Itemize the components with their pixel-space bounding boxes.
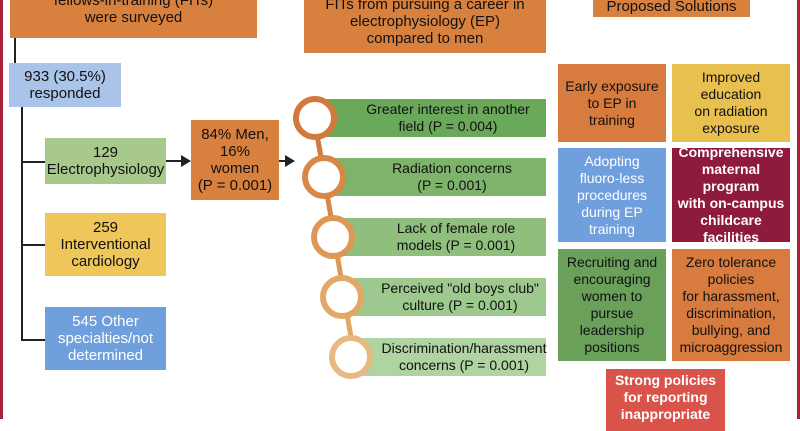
arrow-gender-head: [285, 155, 295, 167]
reason-bar-4: Perceived "old boys club" culture (P = 0…: [344, 278, 546, 316]
responded-text: 933 (30.5%) responded: [24, 68, 106, 102]
reason-ring-3: [311, 215, 355, 259]
solution-recruiting: Recruiting and encouraging women to purs…: [558, 249, 666, 361]
reason-bar-5: Discrimination/harassment concerns (P = …: [352, 338, 546, 376]
solutions-header-text: Proposed Solutions: [606, 0, 737, 15]
other-specialties-box: 545 Other specialties/not determined: [45, 307, 166, 370]
frame-left-border: [0, 0, 3, 419]
surveyed-box: fellows-in-training (FITs) were surveyed: [10, 0, 257, 38]
reason-text-2: Radiation concerns (P = 0.001): [392, 160, 512, 193]
arrow-ep-head: [181, 155, 191, 167]
reason-ring-5: [329, 335, 373, 379]
solution-recruiting-text: Recruiting and encouraging women to purs…: [566, 254, 658, 355]
solution-fluoroless-text: Adopting fluoro-less procedures during E…: [576, 152, 648, 237]
reason-ring-2: [302, 155, 346, 199]
surveyed-text: fellows-in-training (FITs) were surveyed: [53, 0, 214, 26]
arrow-ep-line: [166, 160, 183, 162]
solution-early-exposure-text: Early exposure to EP in training: [565, 77, 659, 128]
solution-early-exposure: Early exposure to EP in training: [558, 64, 666, 142]
gender-split-text: 84% Men, 16% women (P = 0.001): [197, 126, 273, 194]
interventional-text: 259 Interventional cardiology: [60, 219, 151, 270]
comparison-box: FITs from pursuing a career in electroph…: [304, 0, 546, 53]
reason-ring-1: [293, 96, 337, 140]
frame-right-border: [797, 0, 800, 419]
electrophysiology-box: 129 Electrophysiology: [45, 138, 166, 184]
reason-bar-1: Greater interest in another field (P = 0…: [320, 99, 546, 137]
solution-strong-policies-text: Strong policies for reporting inappropri…: [614, 372, 717, 422]
electrophysiology-text: 129 Electrophysiology: [46, 144, 165, 178]
connector-main-vertical: [21, 107, 23, 340]
reason-text-4: Perceived "old boys club" culture (P = 0…: [381, 280, 539, 313]
solution-fluoroless: Adopting fluoro-less procedures during E…: [558, 148, 666, 242]
other-specialties-text: 545 Other specialties/not determined: [57, 313, 154, 364]
arrow-gender-line: [279, 160, 287, 162]
reason-bar-3: Lack of female role models (P = 0.001): [336, 218, 546, 256]
connector-top-vertical: [14, 38, 16, 63]
reason-text-5: Discrimination/harassment concerns (P = …: [381, 340, 547, 373]
solutions-header-box: Proposed Solutions: [593, 0, 750, 17]
reason-text-3: Lack of female role models (P = 0.001): [396, 220, 516, 253]
connector-other: [21, 339, 45, 341]
solution-improved-education-text: Improved education on radiation exposure: [694, 69, 768, 136]
gender-split-box: 84% Men, 16% women (P = 0.001): [191, 120, 279, 200]
solution-maternal-program: Comprehensive maternal program with on-c…: [672, 144, 790, 245]
solution-maternal-program-text: Comprehensive maternal program with on-c…: [677, 144, 785, 245]
interventional-box: 259 Interventional cardiology: [45, 213, 166, 276]
solution-zero-tolerance: Zero tolerance policies for harassment, …: [672, 249, 790, 361]
solution-improved-education: Improved education on radiation exposure: [672, 64, 790, 142]
connector-ic: [21, 244, 45, 246]
comparison-text: FITs from pursuing a career in electroph…: [325, 0, 525, 47]
responded-box: 933 (30.5%) responded: [9, 63, 121, 107]
connector-ep: [21, 161, 45, 163]
reason-bar-2: Radiation concerns (P = 0.001): [328, 158, 546, 196]
reason-text-1: Greater interest in another field (P = 0…: [366, 101, 530, 134]
solution-strong-policies: Strong policies for reporting inappropri…: [606, 369, 725, 431]
solution-zero-tolerance-text: Zero tolerance policies for harassment, …: [679, 254, 783, 355]
reason-ring-4: [320, 275, 364, 319]
